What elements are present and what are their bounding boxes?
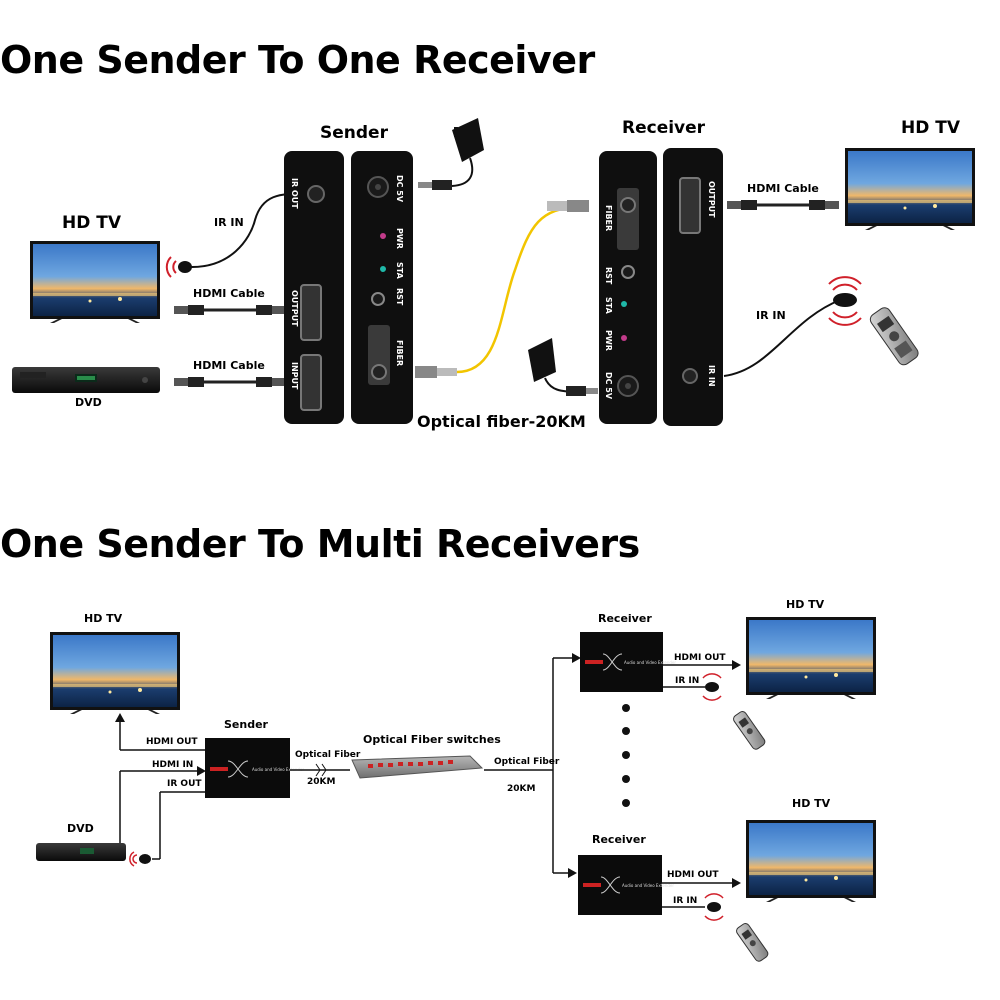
- s2-optical-fiber-2-label: Optical Fiber: [494, 757, 560, 767]
- s2-optical-fiber-1-label: Optical Fiber: [295, 750, 361, 760]
- hdmi-cable-output-label: HDMI Cable: [193, 287, 265, 300]
- s2-dvd-label: DVD: [67, 822, 94, 835]
- s2-km-1-label: 20KM: [307, 777, 336, 787]
- svg-text:Audio and Video Extender: Audio and Video Extender: [622, 883, 674, 888]
- section1-title: One Sender To One Receiver: [0, 38, 595, 82]
- svg-text:DC 5V: DC 5V: [395, 175, 404, 203]
- ir-in-right-label: IR IN: [756, 309, 786, 322]
- hdmi-cable-receiver-label: HDMI Cable: [747, 182, 819, 195]
- svg-text:FIBER: FIBER: [395, 340, 404, 366]
- svg-text:INPUT: INPUT: [290, 362, 299, 390]
- section2-title: One Sender To Multi Receivers: [0, 522, 640, 566]
- s2-ir-out-label: IR OUT: [167, 779, 202, 789]
- svg-text:Audio and Video Extender: Audio and Video Extender: [252, 767, 304, 772]
- svg-text:IR OUT: IR OUT: [290, 178, 299, 209]
- s2-hdmi-out-label: HDMI OUT: [146, 737, 198, 747]
- receiver-label: Receiver: [622, 118, 706, 138]
- svg-text:PWR: PWR: [604, 330, 613, 351]
- hdtv-left-label: HD TV: [62, 213, 122, 233]
- s2-sender-label: Sender: [224, 718, 268, 731]
- sender-label: Sender: [320, 123, 388, 143]
- svg-text:FIBER: FIBER: [604, 205, 613, 231]
- fiber-label: Optical fiber-20KM: [417, 412, 586, 431]
- hdtv-left: [30, 241, 160, 323]
- svg-text:DC 5V: DC 5V: [604, 372, 613, 400]
- svg-text:Audio and Video Extender: Audio and Video Extender: [624, 660, 676, 665]
- s2-switch-label: Optical Fiber switches: [363, 733, 501, 746]
- hdtv-right-label: HD TV: [901, 118, 961, 138]
- svg-text:OUTPUT: OUTPUT: [707, 181, 716, 218]
- s2-hdtv-top-right-label: HD TV: [786, 598, 825, 611]
- svg-text:RST: RST: [604, 267, 613, 285]
- s2-receiver-top-label: Receiver: [598, 612, 652, 625]
- hdmi-cable-input-label: HDMI Cable: [193, 359, 265, 372]
- s2-rx-bottom-hdmi-out: HDMI OUT: [667, 870, 719, 880]
- s2-hdtv-bottom-right-label: HD TV: [792, 797, 831, 810]
- s2-receiver-bottom-label: Receiver: [592, 833, 646, 846]
- svg-text:STA: STA: [604, 297, 613, 315]
- s2-hdmi-in-label: HDMI IN: [152, 760, 194, 770]
- svg-text:PWR: PWR: [395, 228, 404, 249]
- s2-hdtv-left-label: HD TV: [84, 612, 123, 625]
- svg-text:RST: RST: [395, 288, 404, 306]
- s2-km-2-label: 20KM: [507, 784, 536, 794]
- s2-rx-top-hdmi-out: HDMI OUT: [674, 653, 726, 663]
- svg-text:IR IN: IR IN: [707, 365, 716, 387]
- svg-text:STA: STA: [395, 262, 404, 280]
- svg-text:OUTPUT: OUTPUT: [290, 290, 299, 327]
- s2-rx-bottom-ir-in: IR IN: [673, 896, 698, 906]
- ir-in-left-label: IR IN: [214, 216, 244, 229]
- s2-rx-top-ir-in: IR IN: [675, 676, 700, 686]
- dvd-label: DVD: [75, 396, 102, 409]
